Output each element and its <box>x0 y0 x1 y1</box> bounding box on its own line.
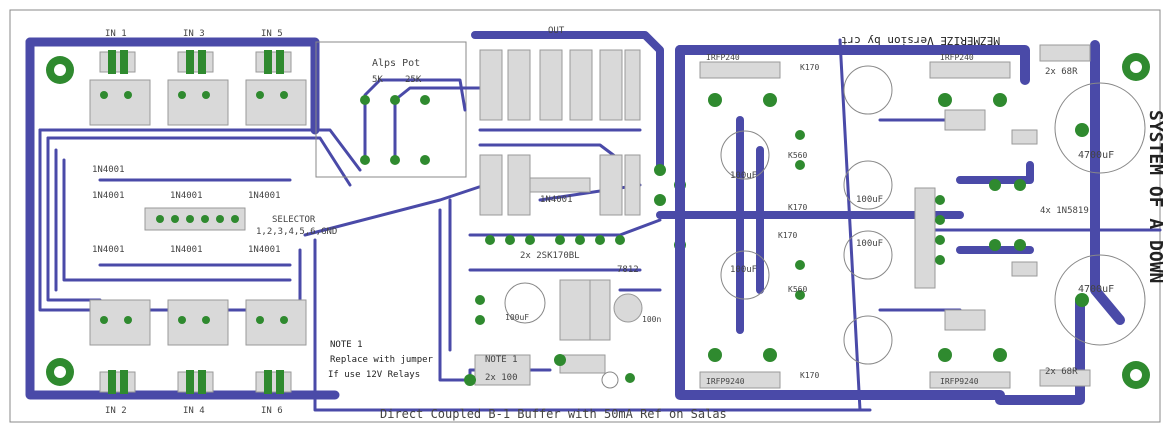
in1-label: IN 1 <box>105 29 127 39</box>
k-label-6: K170 <box>800 371 819 380</box>
k-label-5: K560 <box>788 285 807 294</box>
in5-label: IN 5 <box>261 29 283 39</box>
diode-label-6: 1N4001 <box>170 245 203 255</box>
cap-label-6: 4700uF <box>1078 150 1114 161</box>
out-label: OUT <box>548 26 565 36</box>
res-label-1: 2x 68R <box>1045 67 1078 77</box>
left-pads <box>99 50 292 394</box>
board-outline <box>9 9 1161 423</box>
bottom-title: Direct Coupled B-1 Buffer with 50mA Ref … <box>380 407 727 421</box>
regulator-label: 7812 <box>617 265 639 275</box>
pot-title: Alps Pot <box>372 58 420 69</box>
cap-label-2: 100uF <box>856 195 883 205</box>
mounting-holes <box>46 53 1150 389</box>
big-title: SYSTEM OF A DOWN <box>1145 110 1166 283</box>
right-components <box>699 44 1146 389</box>
jumper-label: NOTE 1 <box>485 355 518 365</box>
irfp-label-2: IRFP240 <box>940 53 974 62</box>
cap-100n-label: 100n <box>642 315 661 324</box>
pot-5k: 5K <box>372 75 383 85</box>
relay-blocks <box>89 79 307 346</box>
in4-label: IN 4 <box>183 406 205 416</box>
cap-label-5: 100uF <box>505 313 529 322</box>
irfp-label-1: IRFP240 <box>706 53 740 62</box>
diode-label-3: 1N4001 <box>92 191 125 201</box>
diode-label-5: 1N4001 <box>92 245 125 255</box>
k-label-2: K560 <box>788 151 807 160</box>
cap-label-4: 100uF <box>730 265 757 275</box>
mirrored-title-group: MEZMERIZE Version by crt <box>841 34 1000 47</box>
diode-label-8: 1N4001 <box>540 195 573 205</box>
diode-label-1: 1N4001 <box>92 165 125 175</box>
selector-pins: 1,2,3,4,5,6,GND <box>256 227 337 237</box>
irfp-label-3: IRFP9240 <box>706 377 745 386</box>
big-title-group: SYSTEM OF A DOWN <box>1145 110 1166 283</box>
resistor-label: 2x 100 <box>485 373 518 383</box>
note-line-2: If use 12V Relays <box>328 370 420 380</box>
diode-big-label: 4x 1N5819 <box>1040 206 1089 216</box>
pot-block <box>315 41 482 178</box>
in3-label: IN 3 <box>183 29 205 39</box>
note-line-1: Replace with jumper <box>330 355 434 365</box>
diode-label-2: 1N4001 <box>170 191 203 201</box>
k-label-4: K170 <box>778 231 797 240</box>
irfp-label-4: IRFP9240 <box>940 377 979 386</box>
pot-25k: 25K <box>405 75 422 85</box>
in3-connector <box>177 50 214 74</box>
cap-label-1: 100uF <box>730 171 757 181</box>
in2-label: IN 2 <box>105 406 127 416</box>
transistor-label: 2x 2SK170BL <box>520 251 580 261</box>
mirrored-title: MEZMERIZE Version by crt <box>841 34 1000 47</box>
res-label-2: 2x 68R <box>1045 367 1078 377</box>
in5-connector <box>255 50 292 74</box>
k-label-1: K170 <box>800 63 819 72</box>
k-label-3: K170 <box>788 203 807 212</box>
in4-connector <box>177 370 214 394</box>
cap-label-7: 4700uF <box>1078 284 1114 295</box>
note-title: NOTE 1 <box>330 340 363 350</box>
middle-components <box>464 49 686 389</box>
right-traces <box>656 38 1162 412</box>
in6-label: IN 6 <box>261 406 283 416</box>
diode-label-4: 1N4001 <box>248 191 281 201</box>
silkscreen-text: IN 1 IN 3 IN 5 IN 2 IN 4 IN 6 OUT Alps P… <box>92 26 1166 421</box>
in1-connector <box>99 50 136 74</box>
in6-connector <box>255 370 292 394</box>
cap-label-3: 100uF <box>856 239 883 249</box>
in2-connector <box>99 370 136 394</box>
diode-label-7: 1N4001 <box>248 245 281 255</box>
selector-label: SELECTOR <box>272 215 316 225</box>
left-traces <box>25 37 872 412</box>
